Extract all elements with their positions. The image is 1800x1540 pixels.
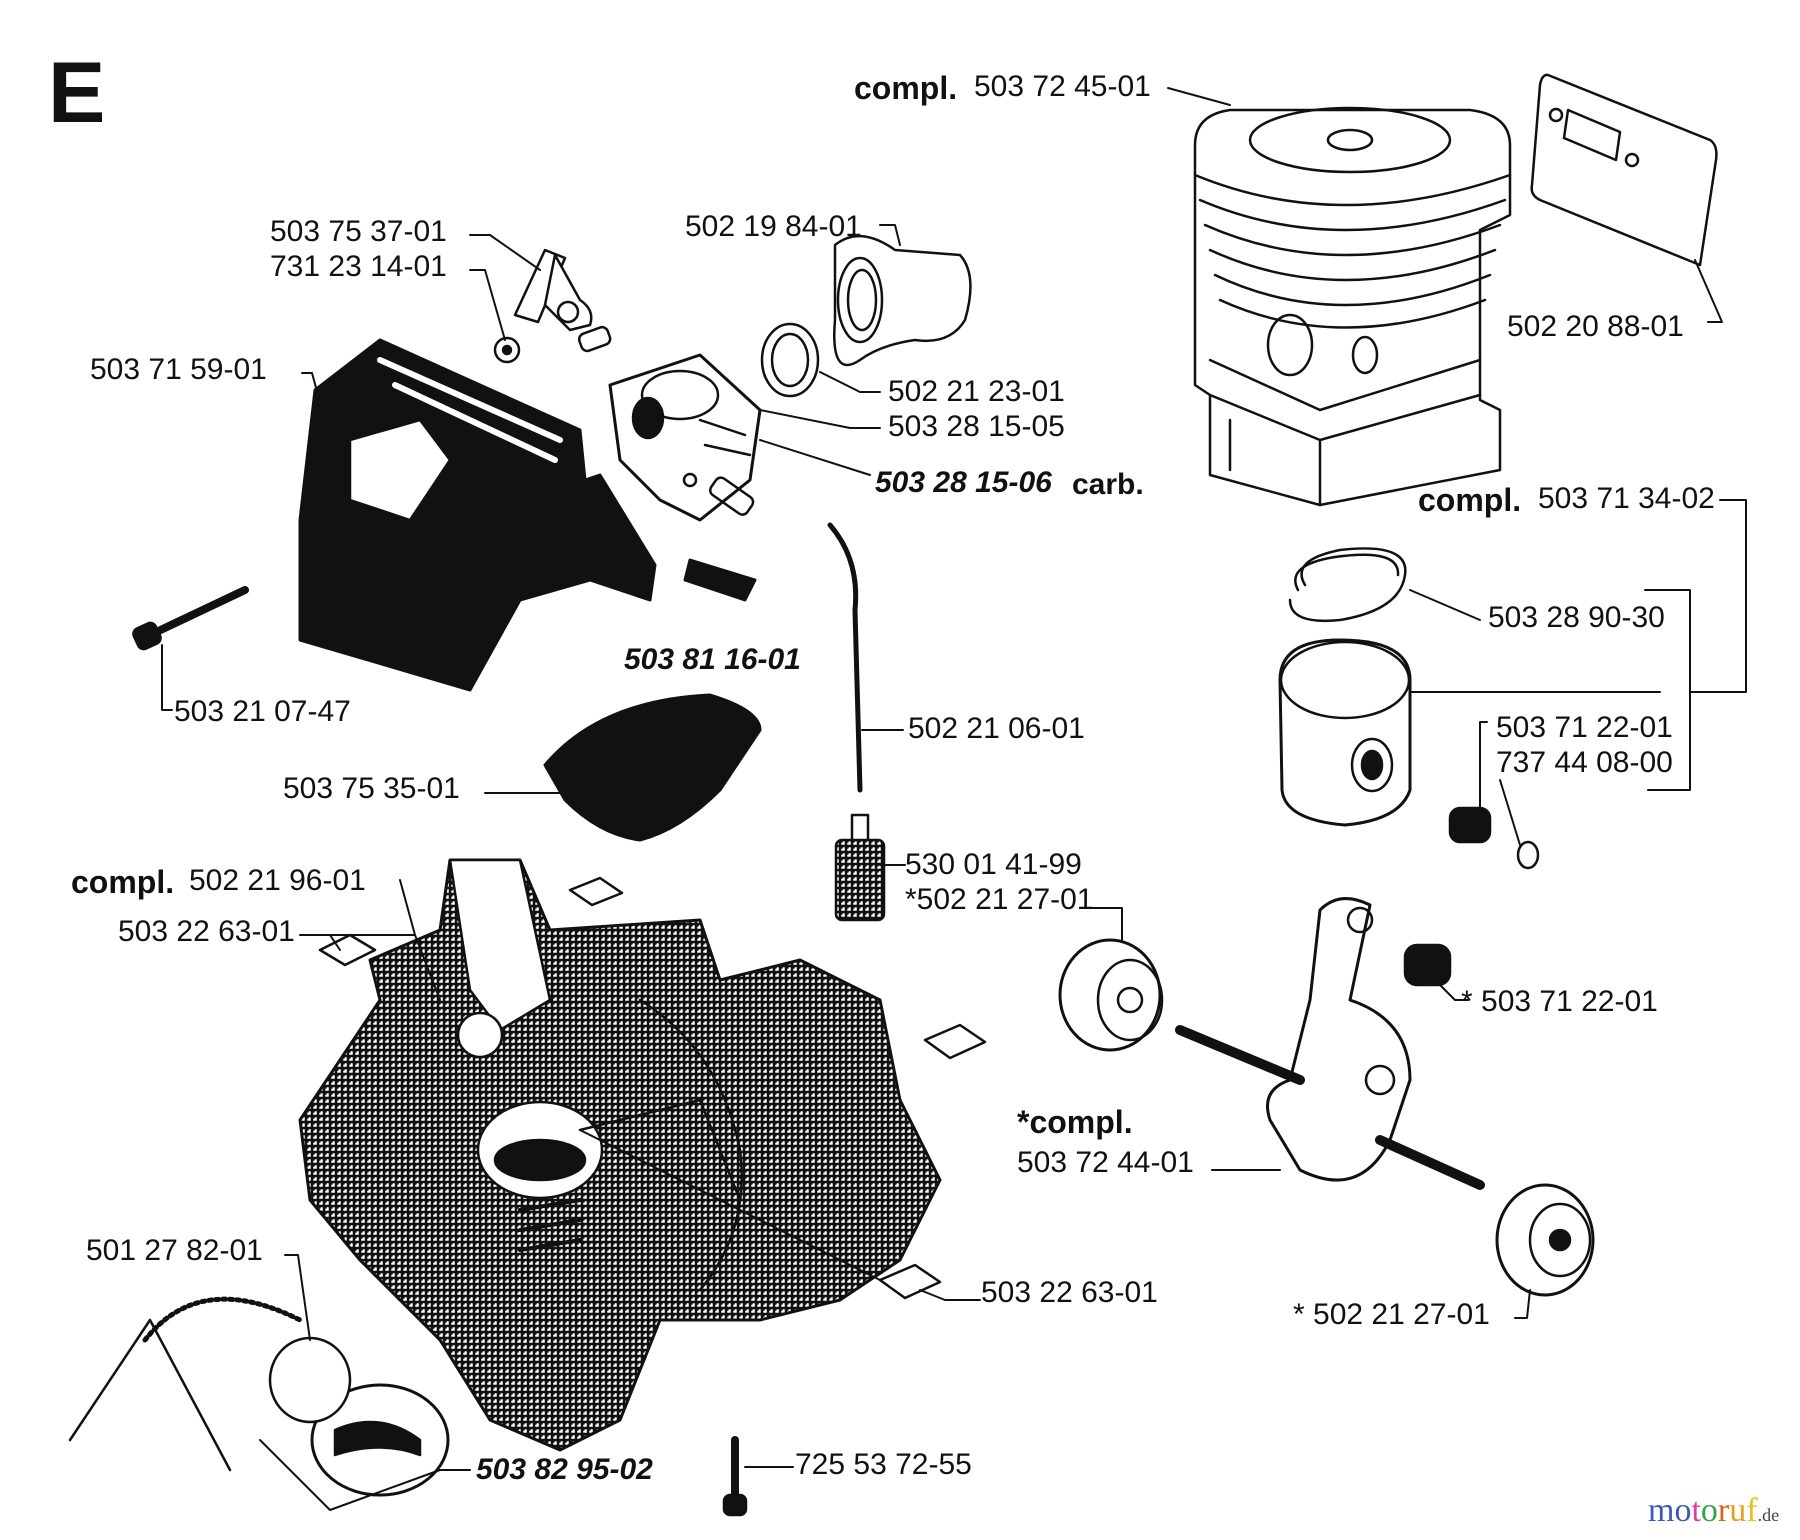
watermark-letter: o	[1674, 1492, 1692, 1529]
fuel-filter-part	[834, 813, 886, 922]
section-letter: E	[48, 45, 106, 141]
label-fuel-hose: 502 21 06-01	[908, 712, 1085, 745]
label-bottom-screw: 725 53 72-55	[795, 1448, 972, 1481]
label-crankcase-compl: 502 21 96-01	[189, 864, 366, 897]
label-crankshaft-compl: 503 72 44-01	[1017, 1146, 1194, 1179]
cylinder-gasket-part	[1530, 73, 1718, 267]
crank-needle-bearing-part	[1403, 943, 1452, 987]
leader-lines	[161, 87, 1747, 1511]
nut-part	[493, 336, 521, 364]
air-filter-part	[683, 558, 757, 602]
crankshaft-part	[1175, 897, 1485, 1190]
label-lower-cover: 503 75 35-01	[283, 772, 460, 805]
label-carburetor: 503 28 15-06	[875, 466, 1052, 499]
carburetor-part	[577, 325, 762, 522]
filter-screw-part	[132, 586, 249, 651]
crank-bearing-left-part	[1058, 938, 1164, 1052]
crankcase-compl-prefix: compl.	[71, 864, 175, 900]
watermark-letter: u	[1729, 1492, 1747, 1529]
label-piston-ring: 503 28 90-30	[1488, 601, 1665, 634]
label-filter-screw: 503 21 07-47	[174, 695, 351, 728]
clip-parts	[318, 876, 987, 1300]
watermark-letter: t	[1691, 1492, 1701, 1529]
label-air-filter-holder: 503 71 59-01	[90, 353, 267, 386]
label-crank-bearing-a: *502 21 27-01	[905, 883, 1094, 916]
piston-ring-part	[1288, 547, 1407, 622]
piston-part	[1278, 638, 1412, 827]
watermark-letters: motoruf	[1648, 1492, 1758, 1529]
label-fuel-filter: 530 01 41-99	[905, 848, 1082, 881]
label-crank-needle-bearing: * 503 71 22-01	[1461, 985, 1658, 1018]
cylinder-part	[1193, 106, 1512, 507]
label-clip-a: 503 22 63-01	[118, 915, 295, 948]
air-filter-holder-part	[298, 338, 657, 692]
watermark-letter: r	[1717, 1492, 1730, 1529]
label-cylinder-compl: 503 72 45-01	[974, 70, 1151, 103]
label-insulator: 502 21 23-01	[888, 375, 1065, 408]
label-crank-bearing-b: * 502 21 27-01	[1293, 1298, 1490, 1331]
crankcase-part	[298, 858, 942, 1452]
label-nut: 731 23 14-01	[270, 250, 447, 283]
label-cylinder-gasket: 502 20 88-01	[1507, 310, 1684, 343]
label-fuel-cap: 501 27 82-01	[86, 1234, 263, 1267]
crank-bearing-right-part	[1495, 1183, 1595, 1297]
crankshaft-compl-prefix: *compl.	[1017, 1104, 1133, 1140]
lower-cover-part	[543, 693, 762, 842]
piston-compl-prefix: compl.	[1418, 482, 1522, 518]
choke-lever-part	[513, 248, 593, 332]
intake-manifold-part	[833, 234, 972, 367]
label-needle-bearing-piston: 503 71 22-01	[1496, 711, 1673, 744]
label-air-filter: 503 81 16-01	[624, 643, 801, 676]
piston-needle-bearing-part	[1448, 806, 1540, 870]
fuel-hose-part	[827, 522, 863, 793]
cylinder-compl-prefix: compl.	[854, 70, 958, 106]
watermark-letter: f	[1746, 1492, 1758, 1529]
label-choke-lever: 503 75 37-01	[270, 215, 447, 248]
insulator-part	[760, 322, 820, 398]
watermark-suffix: .de	[1757, 1505, 1780, 1525]
watermark-letter: m	[1648, 1492, 1675, 1529]
label-intake-manifold: 502 19 84-01	[685, 210, 862, 243]
label-cap-assembly: 503 82 95-02	[476, 1453, 653, 1486]
bottom-screw-part	[722, 1436, 748, 1517]
fuel-cap-part	[68, 1296, 450, 1497]
motoruf-watermark-logo: motoruf.de	[1648, 1494, 1779, 1528]
label-carb-suffix: carb.	[1072, 468, 1144, 501]
label-carb-gasket: 503 28 15-05	[888, 410, 1065, 443]
label-clip-b: 503 22 63-01	[981, 1276, 1158, 1309]
label-piston-compl: 503 71 34-02	[1538, 482, 1715, 515]
watermark-letter: o	[1700, 1492, 1718, 1529]
label-circlip: 737 44 08-00	[1496, 746, 1673, 779]
